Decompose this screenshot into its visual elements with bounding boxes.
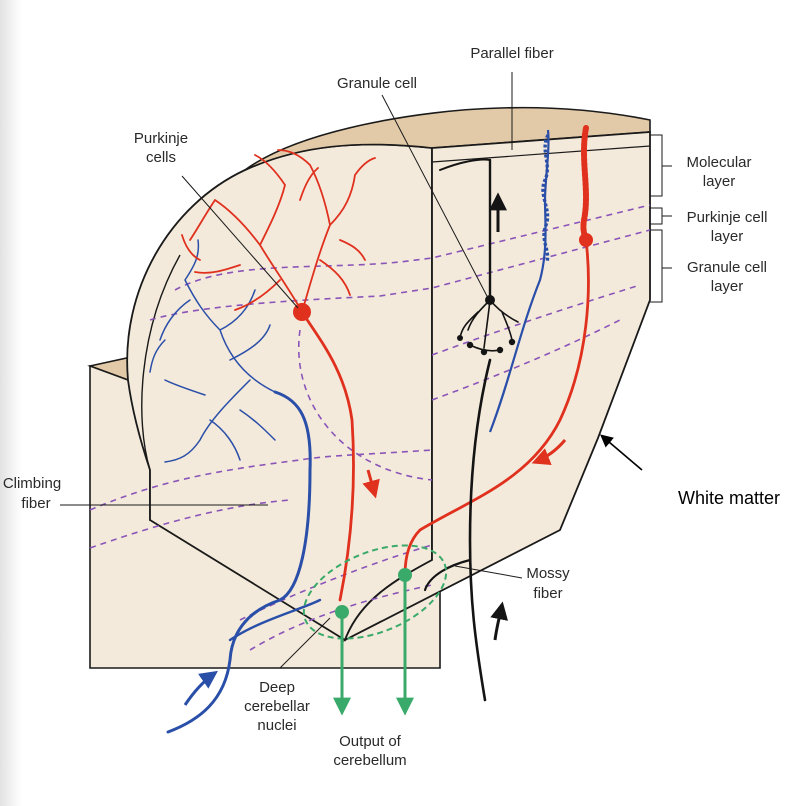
granule-dendrites [459,299,519,352]
purkinje-transverse-axon [403,238,590,577]
label-purkinje-cells-2: cells [146,149,176,166]
label-granule-layer-1: Granule cell [687,259,767,276]
deep-nuclei-region [302,544,448,640]
label-purkinje-layer-2: layer [711,228,744,245]
purkinje-soma-transverse [579,233,593,247]
climbing-fiber-transverse-arbor [541,134,550,263]
boundary-granule-white-1 [298,329,433,481]
white-matter-arrow [600,434,643,471]
label-climbing-fiber-2: fiber [21,495,50,512]
label-climbing-fiber-1: Climbing [3,475,61,492]
label-molecular-layer-1: Molecular [686,154,751,171]
mossy-rosettes [457,335,516,356]
leader-granule-cell [381,94,489,299]
label-molecular-layer-2: layer [703,173,736,190]
climbing-fiber-trunk [166,390,312,734]
purkinje-transverse-dendrite [580,125,589,243]
label-deep-nuclei-3: nuclei [257,717,296,734]
boundary-granule-white-2 [89,449,433,511]
granule-soma [485,295,495,305]
bracket-purkinje [650,207,672,225]
bracket-granule [650,229,672,303]
label-deep-nuclei-2: cerebellar [244,698,310,715]
boundary-granule-white-3 [89,499,291,549]
label-purkinje-cells-1: Purkinje [134,130,188,147]
fissure-line [141,254,181,471]
granule-cell [423,158,519,702]
top-surface [244,106,651,171]
leader-purkinje-cells [181,175,299,309]
bracket-molecular [650,134,672,197]
pial-line [431,145,651,163]
climbing-fiber-arrow [183,670,218,706]
transverse-face [343,131,651,642]
boundary-right-1 [431,284,641,356]
mossy-fiber-branch [423,558,472,592]
mossy-fiber-trunk [468,358,492,702]
boundary-deep-2 [249,584,433,651]
label-white-matter: White matter [678,488,780,508]
labels: Parallel fiber Granule cell Purkinje cel… [3,45,780,769]
label-deep-nuclei-1: Deep [259,679,295,696]
label-parallel-fiber: Parallel fiber [470,45,553,62]
label-purkinje-layer-1: Purkinje cell [687,209,768,226]
purkinje-cell-sagittal [181,149,376,602]
leader-deep-nuclei [279,617,331,669]
label-output-2: cerebellum [333,752,406,769]
purkinje-dendrites [181,149,376,313]
purkinje-arrow-sagittal [362,469,380,499]
leader-mossy-fiber [454,565,523,579]
label-mossy-fiber-1: Mossy [526,565,570,582]
label-granule-cell: Granule cell [337,75,417,92]
climbing-fiber-arbor [149,239,276,463]
deep-nuclei-neurons [333,568,414,716]
leader-lines [60,72,672,669]
label-output-1: Output of [339,733,402,750]
climbing-fiber-branch [228,598,322,642]
label-mossy-fiber-2: fiber [533,585,562,602]
left-edge-shading [0,0,22,806]
purkinje-arrow-transverse [531,439,567,466]
climbing-fiber [149,239,322,734]
tissue-block [87,106,651,669]
boundary-right-2 [431,319,621,401]
boundary-molecular-purkinje [174,204,651,291]
mossy-fiber-arrow [490,601,508,641]
label-granule-layer-2: layer [711,278,744,295]
purkinje-axon [300,310,355,602]
parallel-fiber [439,158,491,171]
